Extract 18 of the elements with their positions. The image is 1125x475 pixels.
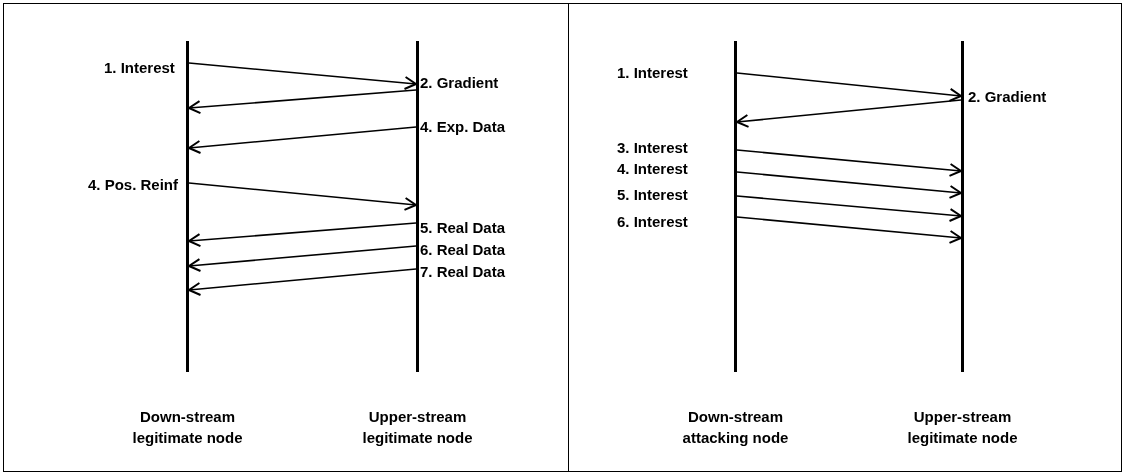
message-arrow	[736, 171, 962, 199]
message-arrow	[188, 182, 417, 211]
lifeline-label: Upper-stream legitimate node	[361, 407, 474, 448]
message-arrow	[188, 222, 417, 248]
message-arrow	[736, 216, 962, 244]
panel-frame	[568, 3, 1122, 472]
message-arrow	[188, 62, 417, 90]
lifeline-label: Upper-stream legitimate node	[906, 407, 1019, 448]
message-arrow	[188, 268, 417, 296]
lifeline-label: Down-stream legitimate node	[131, 407, 244, 448]
message-arrow	[188, 89, 417, 115]
lifeline-label: Down-stream attacking node	[681, 407, 790, 448]
message-arrow	[736, 149, 962, 177]
message-arrow	[736, 72, 962, 102]
message-arrow	[188, 126, 417, 154]
message-arrow	[736, 195, 962, 222]
message-arrow	[188, 245, 417, 272]
message-arrow	[736, 99, 962, 128]
